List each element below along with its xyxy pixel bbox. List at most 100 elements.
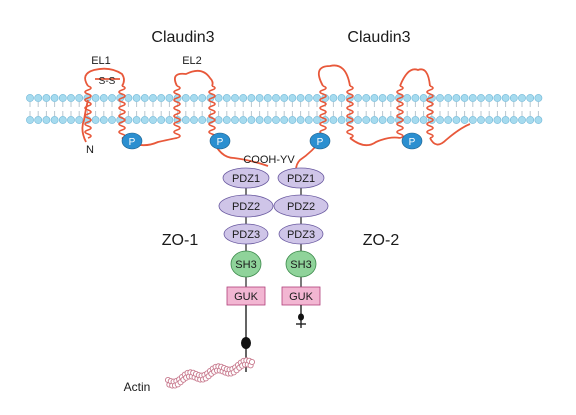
lipid-head bbox=[34, 94, 43, 102]
lipid-head bbox=[452, 94, 461, 102]
lipid-head bbox=[272, 116, 280, 124]
lipid-head bbox=[247, 94, 256, 102]
extracellular-loop-2-right bbox=[399, 68, 431, 87]
lipid-head bbox=[42, 116, 51, 124]
lipid-head bbox=[403, 94, 412, 102]
claudin-right-label: Claudin3 bbox=[347, 29, 410, 46]
lipid-head bbox=[190, 94, 198, 102]
lipid-head bbox=[34, 116, 43, 124]
el1-label: EL1 bbox=[91, 55, 111, 67]
lipid-head bbox=[91, 94, 100, 102]
lipid-head bbox=[493, 116, 502, 124]
lipid-head bbox=[493, 94, 502, 102]
lipid-head bbox=[296, 116, 305, 124]
zo2-anchor-icon bbox=[298, 313, 304, 321]
lipid-head bbox=[378, 116, 387, 124]
el2-label: EL2 bbox=[182, 55, 202, 67]
lipid-head bbox=[263, 116, 272, 124]
c-terminal-tail-right bbox=[429, 123, 471, 146]
lipid-head bbox=[509, 94, 518, 102]
lipid-head bbox=[181, 94, 190, 102]
lipid-head bbox=[124, 94, 133, 102]
lipid-head bbox=[288, 94, 297, 102]
cooh-label: COOH-YV bbox=[243, 154, 295, 166]
lipid-head bbox=[26, 94, 34, 102]
disulfide-label: S-S bbox=[99, 76, 116, 87]
lipid-head bbox=[247, 116, 256, 124]
domain-pdz1 bbox=[222, 167, 270, 189]
zo2-label: ZO-2 bbox=[363, 232, 400, 249]
lipid-head bbox=[157, 116, 166, 124]
lipid-head bbox=[534, 116, 543, 124]
transmembrane-helix bbox=[118, 85, 126, 139]
lipid-head bbox=[477, 94, 485, 102]
lipid-head bbox=[181, 116, 190, 124]
lipid-head bbox=[509, 116, 518, 124]
lipid-head bbox=[50, 116, 59, 124]
lipid-head bbox=[190, 116, 198, 124]
transmembrane-helix bbox=[346, 85, 354, 139]
domain-label: PDZ1 bbox=[232, 173, 260, 185]
lipid-head bbox=[272, 94, 280, 102]
lipid-head bbox=[436, 94, 444, 102]
extracellular-loop-1-right bbox=[317, 64, 351, 87]
lipid-head bbox=[460, 116, 469, 124]
lipid-head bbox=[263, 94, 272, 102]
lipid-head bbox=[140, 116, 149, 124]
domain-label: PDZ2 bbox=[287, 201, 315, 213]
lipid-head bbox=[75, 94, 84, 102]
domain-label: PDZ1 bbox=[287, 173, 315, 185]
lipid-head bbox=[231, 116, 239, 124]
lipid-head bbox=[485, 94, 494, 102]
lipid-head bbox=[58, 94, 67, 102]
lipid-head bbox=[132, 94, 141, 102]
lipid-head bbox=[157, 94, 166, 102]
lipid-head bbox=[526, 116, 535, 124]
zo1-label: ZO-1 bbox=[162, 232, 199, 249]
lipid-head bbox=[149, 116, 157, 124]
lipid-head bbox=[288, 116, 297, 124]
phospho-label: P bbox=[217, 137, 224, 148]
lipid-head bbox=[485, 116, 494, 124]
lipid-head bbox=[370, 94, 379, 102]
domain-label: SH3 bbox=[235, 259, 256, 271]
lipid-head bbox=[354, 94, 362, 102]
lipid-head bbox=[411, 94, 420, 102]
claudin-left-label: Claudin3 bbox=[151, 29, 214, 46]
lipid-head bbox=[280, 94, 289, 102]
lipid-head bbox=[518, 94, 526, 102]
lipid-head bbox=[419, 116, 428, 124]
lipid-head bbox=[378, 94, 387, 102]
phospho-label: P bbox=[409, 137, 416, 148]
lipid-head bbox=[329, 94, 338, 102]
lipid-head bbox=[99, 116, 108, 124]
lipid-head bbox=[337, 116, 346, 124]
domain-label: GUK bbox=[289, 291, 314, 303]
lipid-head bbox=[67, 94, 75, 102]
transmembrane-helix bbox=[84, 85, 92, 139]
lipid-head bbox=[362, 94, 371, 102]
lipid-head bbox=[526, 94, 535, 102]
lipid-head bbox=[337, 94, 346, 102]
lipid-head bbox=[501, 94, 510, 102]
domain-pdz2 bbox=[218, 194, 274, 218]
lipid-head bbox=[304, 94, 313, 102]
lipid-bilayer bbox=[26, 94, 543, 124]
lipid-head bbox=[304, 116, 313, 124]
lipid-head bbox=[149, 94, 157, 102]
lipid-head bbox=[468, 116, 477, 124]
lipid-head bbox=[362, 116, 371, 124]
actin-filament bbox=[164, 357, 256, 389]
domain-label: GUK bbox=[234, 291, 259, 303]
transmembrane-helix bbox=[319, 85, 327, 139]
transmembrane-helix bbox=[208, 85, 216, 139]
phospho-icon: P bbox=[121, 132, 143, 150]
lipid-head bbox=[165, 116, 174, 124]
domain-sh3 bbox=[285, 250, 317, 278]
intracellular-loop-right bbox=[349, 136, 401, 147]
lipid-head bbox=[67, 116, 75, 124]
phospho-icon: P bbox=[401, 132, 423, 150]
lipid-head bbox=[222, 116, 231, 124]
actin-label: Actin bbox=[124, 380, 151, 394]
transmembrane-helix bbox=[396, 85, 404, 139]
